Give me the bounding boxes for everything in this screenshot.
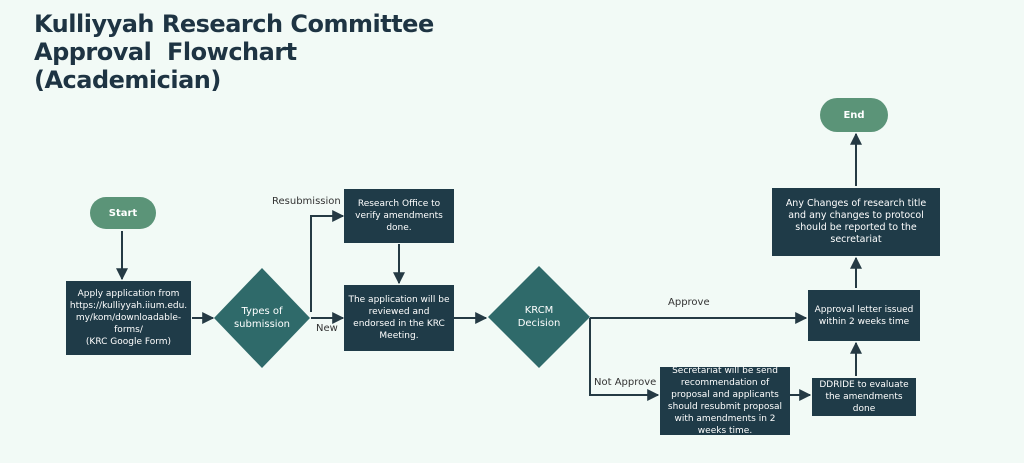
end-label: End xyxy=(843,109,865,121)
edge-label-approve: Approve xyxy=(668,297,710,308)
diamond-shape xyxy=(488,266,590,368)
apply-line-1: Apply application from xyxy=(77,289,180,299)
diamond-shape xyxy=(214,268,310,368)
title-line-2: Approval Flowchart xyxy=(34,38,297,66)
krc-review-box: The application will be reviewed and end… xyxy=(344,285,454,351)
research-office-label: Research Office to verify amendments don… xyxy=(355,199,443,233)
ddride-box: DDRIDE to evaluate the amendments done xyxy=(812,378,916,416)
types-of-submission-decision: Types of submission xyxy=(214,268,310,368)
decision-label: KRCM Decision xyxy=(517,305,561,329)
secretariat-box: Secretariat will be send recommendation … xyxy=(660,366,790,436)
apply-line-5: (KRC Google Form) xyxy=(85,337,172,347)
krcm-decision-diamond: KRCM Decision xyxy=(488,266,590,368)
edge-label-new: New xyxy=(316,323,338,334)
changes-report-label: Any Changes of research title and any ch… xyxy=(785,198,927,245)
apply-line-2: https://kulliyyah.iium.edu. xyxy=(69,301,188,311)
start-label: Start xyxy=(108,207,138,219)
edge-label-not-approve: Not Approve xyxy=(594,377,657,388)
edge-label-resubmission: Resubmission xyxy=(272,196,341,207)
end-terminal: End xyxy=(820,98,888,132)
apply-line-3: my/kom/downloadable- xyxy=(75,313,182,323)
approval-letter-label: Approval letter issued within 2 weeks ti… xyxy=(814,304,914,327)
research-office-box: Research Office to verify amendments don… xyxy=(344,189,454,243)
krc-review-label: The application will be reviewed and end… xyxy=(348,295,450,341)
apply-application-box: Apply application from https://kulliyyah… xyxy=(66,281,191,355)
page-title: Kulliyyah Research Committee Approval Fl… xyxy=(34,10,434,94)
apply-line-4: forms/ xyxy=(114,325,143,335)
edge-types-resubmission xyxy=(310,210,345,312)
approval-letter-box: Approval letter issued within 2 weeks ti… xyxy=(808,290,920,341)
title-line-1: Kulliyyah Research Committee xyxy=(34,10,434,38)
secretariat-label: Secretariat will be send recommendation … xyxy=(667,366,783,436)
types-label: Types of submission xyxy=(233,306,291,330)
changes-report-box: Any Changes of research title and any ch… xyxy=(772,188,940,256)
ddride-label: DDRIDE to evaluate the amendments done xyxy=(819,380,909,414)
edge-decision-not-approve xyxy=(589,318,660,401)
start-terminal: Start xyxy=(90,197,156,229)
title-line-3: (Academician) xyxy=(34,66,221,94)
